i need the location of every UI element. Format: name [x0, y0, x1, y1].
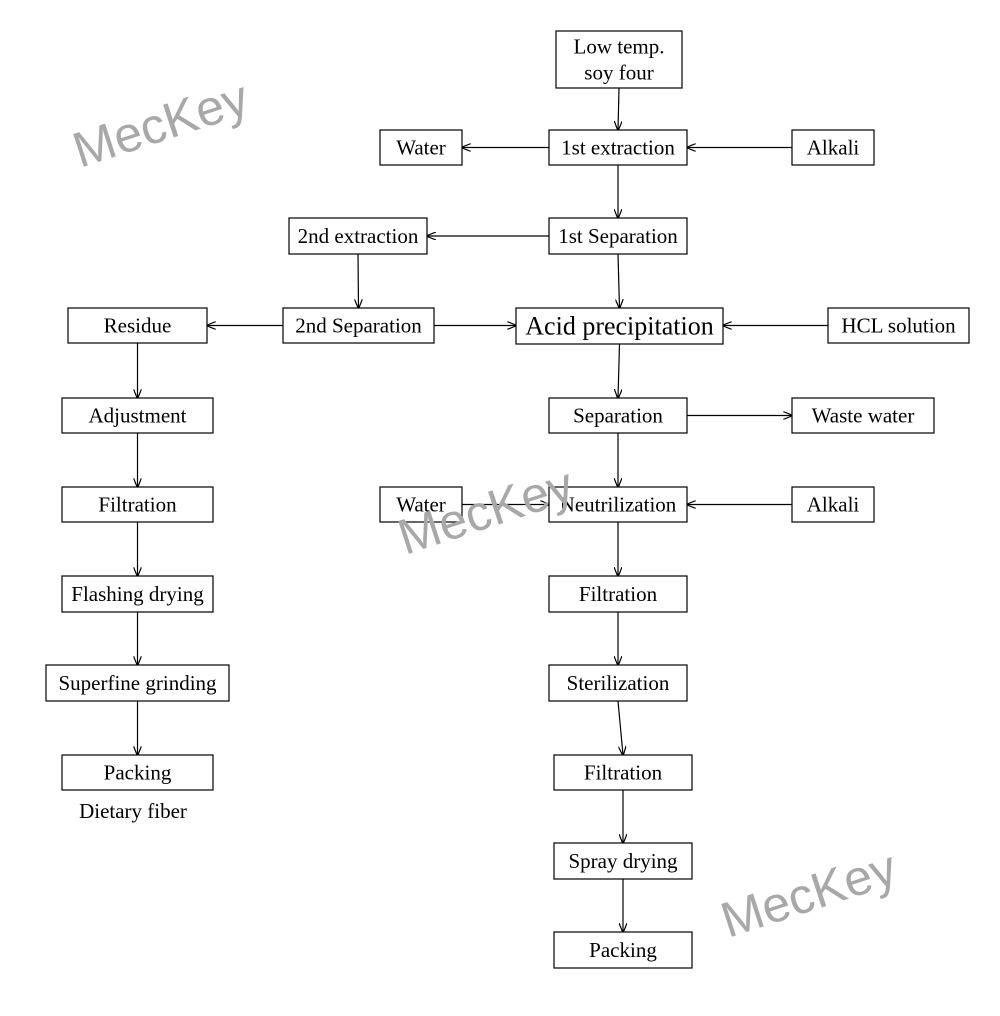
node-filtration-left: Filtration: [61, 486, 214, 523]
node-flashing-drying: Flashing drying: [61, 575, 214, 613]
node-water-2: Water: [379, 486, 463, 523]
node-label: 2nd extraction: [298, 224, 419, 248]
watermark-2: MecKey: [391, 456, 580, 565]
node-separation-2: 2nd Separation: [282, 307, 435, 344]
node-box: [61, 575, 214, 613]
node-label: Alkali: [807, 493, 860, 517]
node-water-1: Water: [379, 129, 463, 166]
node-label: Filtration: [584, 761, 663, 785]
node-box: [379, 129, 463, 166]
watermark-3: MecKey: [714, 839, 903, 948]
arrow-sterilization-to-filtration-right-2: [617, 700, 623, 755]
node-label: 1st Separation: [558, 224, 678, 248]
node-box: [288, 217, 428, 255]
node-label: 1st extraction: [561, 136, 675, 160]
node-box: [61, 397, 214, 434]
node-label: Neutrilization: [560, 493, 677, 517]
node-packing-right: Packing: [553, 931, 693, 969]
node-box: [548, 129, 688, 166]
node-box: [555, 30, 683, 89]
node-alkali-2: Alkali: [791, 486, 875, 523]
node-packing-left: Packing: [61, 754, 214, 791]
node-label: Acid precipitation: [525, 312, 713, 341]
node-spray-drying: Spray drying: [553, 842, 693, 880]
node-label: HCL solution: [841, 314, 956, 338]
node-box: [61, 754, 214, 791]
node-box: [515, 307, 724, 345]
node-hcl-solution: HCL solution: [827, 307, 970, 344]
node-box: [548, 397, 688, 434]
node-box: [548, 575, 688, 613]
node-box: [791, 486, 875, 523]
arrow-soy-flour-to-extraction-1: [618, 87, 619, 130]
node-box: [553, 754, 693, 791]
node-extraction-1: 1st extraction: [548, 129, 688, 166]
node-label: Filtration: [98, 493, 177, 517]
node-label: Flashing drying: [71, 582, 204, 606]
watermark-1: MecKey: [66, 69, 255, 178]
node-label: soy four: [584, 61, 653, 85]
node-label: Sterilization: [567, 671, 670, 695]
node-separation-3: Separation: [548, 397, 688, 434]
node-label: Water: [396, 136, 446, 160]
node-alkali-1: Alkali: [791, 129, 875, 166]
node-acid-precipitation: Acid precipitation: [515, 307, 724, 345]
node-label: Filtration: [579, 582, 658, 606]
node-filtration-right-2: Filtration: [553, 754, 693, 791]
node-label: Packing: [589, 938, 657, 962]
node-box: [791, 397, 935, 434]
node-label: 2nd Separation: [295, 314, 422, 338]
node-box: [548, 486, 688, 523]
caption-dietary-fiber: Dietary fiber: [79, 799, 187, 823]
node-sterilization: Sterilization: [548, 664, 688, 702]
node-label: Packing: [104, 761, 172, 785]
node-label: Residue: [104, 314, 172, 338]
node-label: Spray drying: [568, 849, 678, 873]
node-label: Separation: [573, 404, 663, 428]
node-neutrilization: Neutrilization: [548, 486, 688, 523]
node-box: [61, 486, 214, 523]
node-box: [548, 664, 688, 702]
node-box: [379, 486, 463, 523]
node-residue: Residue: [67, 307, 208, 344]
node-label: Adjustment: [89, 404, 187, 428]
node-waste-water: Waste water: [791, 397, 935, 434]
node-label: Superfine grinding: [58, 671, 217, 695]
node-box: [45, 664, 230, 702]
node-label: Water: [396, 493, 446, 517]
node-box: [553, 842, 693, 880]
node-label: Alkali: [807, 136, 860, 160]
node-label: Waste water: [812, 404, 915, 428]
node-extraction-2: 2nd extraction: [288, 217, 428, 255]
node-box: [282, 307, 435, 344]
node-soy-flour: Low temp. soy four: [555, 30, 683, 89]
node-box: [548, 217, 688, 255]
node-separation-1: 1st Separation: [548, 217, 688, 255]
arrow-acid-precipitation-to-separation-3: [618, 343, 620, 398]
node-superfine-grinding: Superfine grinding: [45, 664, 230, 702]
node-box: [553, 931, 693, 969]
edges-layer: [138, 87, 828, 932]
node-filtration-right-1: Filtration: [548, 575, 688, 613]
arrow-separation-1-to-acid-precipitation: [618, 253, 620, 308]
arrow-extraction-2-to-separation-2: [358, 253, 359, 308]
node-adjustment: Adjustment: [61, 397, 214, 434]
node-box: [67, 307, 208, 344]
node-label: Low temp.: [574, 34, 665, 58]
node-box: [791, 129, 875, 166]
node-box: [827, 307, 970, 344]
